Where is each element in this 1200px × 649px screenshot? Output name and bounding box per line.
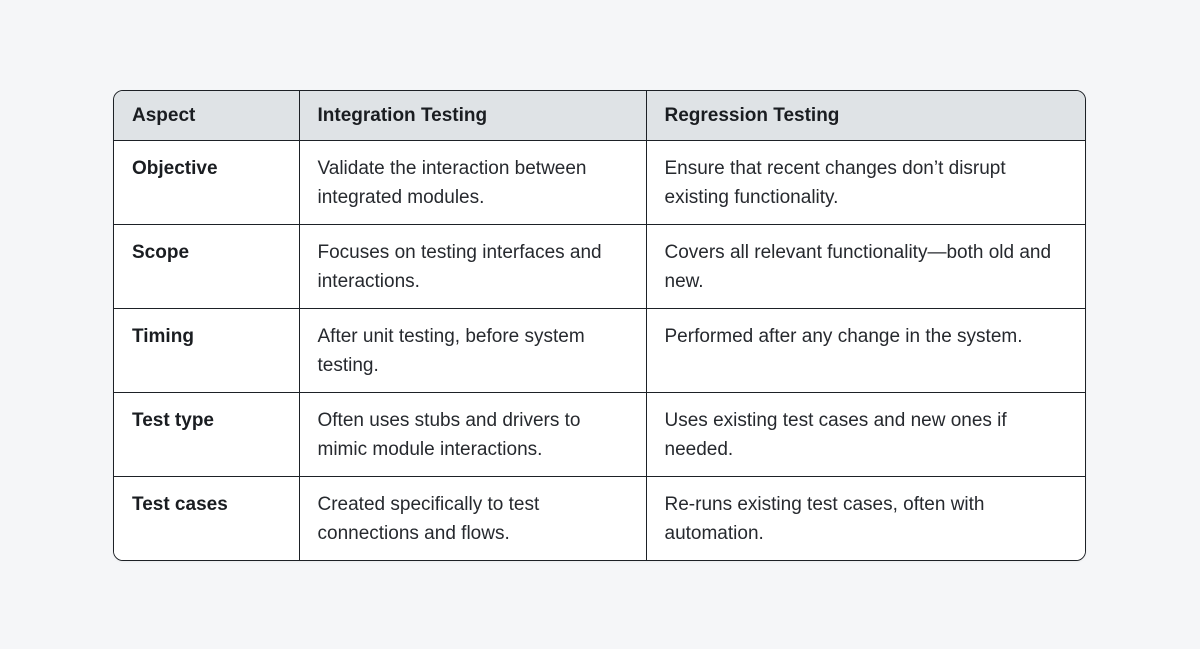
row-label: Scope — [114, 223, 300, 309]
table-cell: Ensure that recent changes don’t disrupt… — [645, 139, 1085, 225]
table-cell: Re-runs existing test cases, often with … — [645, 475, 1085, 560]
table-cell: After unit testing, before system testin… — [298, 307, 647, 393]
row-label: Objective — [114, 139, 300, 225]
row-label: Timing — [114, 307, 300, 393]
table-cell: Often uses stubs and drivers to mimic mo… — [298, 391, 647, 477]
column-header-regression-testing: Regression Testing — [645, 91, 1085, 141]
row-label: Test type — [114, 391, 300, 477]
table-cell: Validate the interaction between integra… — [298, 139, 647, 225]
row-label: Test cases — [114, 475, 300, 560]
table-cell: Created specifically to test connections… — [298, 475, 647, 560]
table-cell: Focuses on testing interfaces and intera… — [298, 223, 647, 309]
table-cell: Performed after any change in the system… — [645, 307, 1085, 393]
column-header-integration-testing: Integration Testing — [298, 91, 647, 141]
table-cell: Uses existing test cases and new ones if… — [645, 391, 1085, 477]
table-cell: Covers all relevant functionality—both o… — [645, 223, 1085, 309]
column-header-aspect: Aspect — [114, 91, 300, 141]
